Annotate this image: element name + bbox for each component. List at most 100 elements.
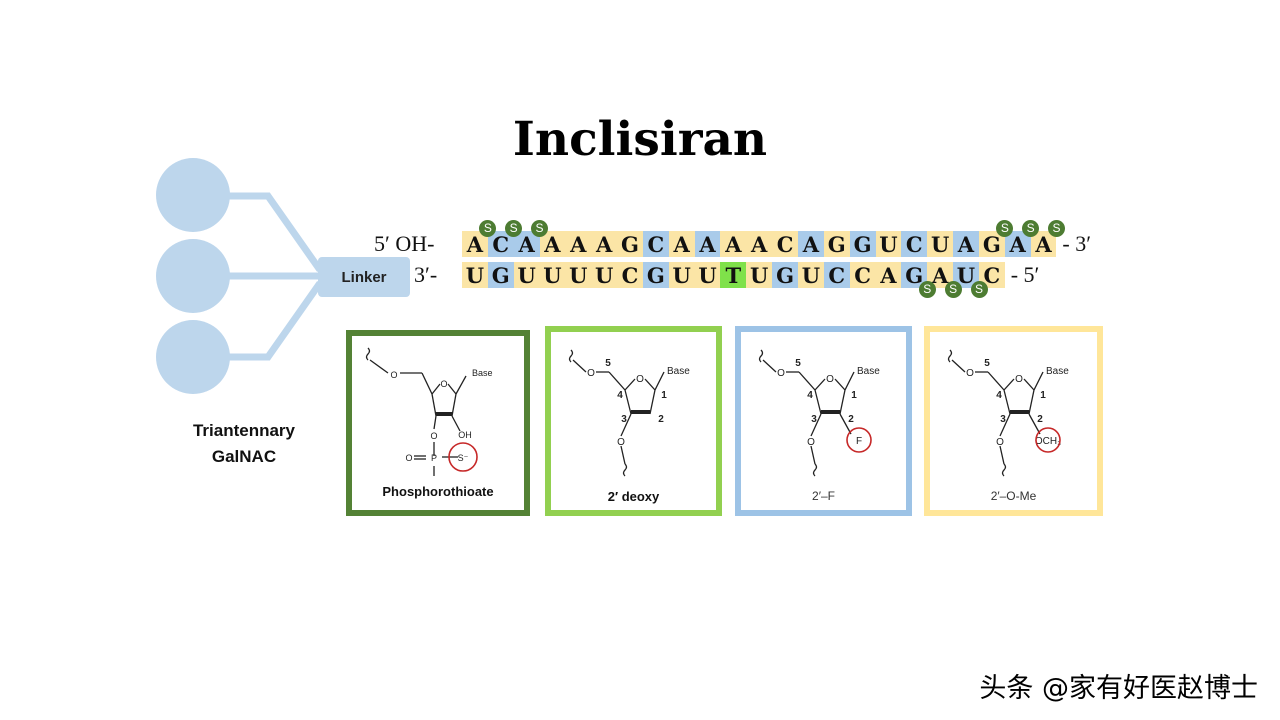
svg-text:O: O — [1015, 374, 1023, 385]
antisense-nucleotide-16: C — [849, 262, 876, 288]
antisense-nucleotide-18: G — [901, 262, 928, 288]
svg-text:O: O — [390, 370, 397, 380]
sense-phosphorothioate-badge-1: S — [479, 220, 497, 237]
antisense-nucleotide-4: U — [539, 262, 566, 288]
svg-text:P: P — [431, 453, 437, 463]
antisense-phosphorothioate-badge-3: S — [970, 281, 988, 298]
svg-text:Base: Base — [472, 368, 493, 378]
antisense-nucleotide-14: U — [797, 262, 824, 288]
sense-nucleotide-16: G — [849, 231, 876, 257]
svg-text:4: 4 — [617, 390, 623, 401]
svg-text:S⁻: S⁻ — [458, 453, 469, 463]
antisense-nucleotide-11: T — [720, 262, 747, 288]
antisense-nucleotide-6: U — [591, 262, 618, 288]
sense-nucleotide-18: C — [901, 231, 928, 257]
svg-text:O: O — [826, 374, 834, 385]
galnac-label-line1: Triantennary — [192, 421, 296, 440]
mod-label-2-f: 2′–F — [812, 489, 835, 503]
highlight-circle-2-substituent — [846, 427, 872, 453]
page-title: Inclisiran — [512, 112, 768, 167]
antisense-nucleotide-7: C — [617, 262, 643, 288]
svg-text:O: O — [430, 431, 437, 441]
antisense-nucleotide-15: C — [823, 262, 850, 288]
svg-text:4: 4 — [996, 390, 1002, 401]
sense-nucleotide-9: A — [668, 231, 695, 257]
sense-phosphorothioate-badge-4: S — [996, 220, 1014, 237]
svg-text:O: O — [777, 368, 785, 379]
svg-text:O: O — [636, 374, 644, 385]
sense-nucleotide-17: U — [875, 231, 902, 257]
svg-text:5: 5 — [984, 358, 990, 369]
mod-label-2-deoxy: 2′ deoxy — [607, 489, 660, 504]
antisense-3prime-end: 3′- — [414, 262, 438, 287]
antisense-nucleotide-8: G — [642, 262, 669, 288]
svg-text:OH: OH — [458, 430, 472, 440]
galnac-sugar-1 — [156, 158, 230, 232]
svg-text:2: 2 — [1037, 414, 1043, 425]
sense-nucleotide-6: A — [591, 231, 618, 257]
svg-text:O: O — [405, 453, 412, 463]
svg-text:O: O — [617, 437, 625, 448]
svg-text:5: 5 — [795, 358, 801, 369]
highlight-circle-2-substituent — [1035, 427, 1061, 453]
sense-phosphorothioate-badge-2: S — [505, 220, 523, 237]
svg-text:O: O — [996, 437, 1004, 448]
sense-nucleotide-4: A — [539, 231, 566, 257]
linker-box: Linker — [318, 257, 410, 297]
antisense-nucleotide-1: U — [462, 262, 488, 288]
svg-text:OCH₃: OCH₃ — [1035, 436, 1061, 447]
antisense-nucleotide-13: G — [772, 262, 798, 288]
svg-text:5: 5 — [605, 358, 611, 369]
svg-text:Base: Base — [667, 366, 690, 377]
sense-nucleotide-5: A — [565, 231, 592, 257]
svg-text:2: 2 — [658, 414, 664, 425]
svg-text:3: 3 — [811, 414, 817, 425]
galnac-label: Triantennary GalNAC — [174, 418, 314, 470]
svg-text:Base: Base — [857, 366, 880, 377]
galnac-branch-3 — [225, 280, 323, 361]
sense-nucleotide-21: G — [978, 231, 1005, 257]
sense-3prime-end: - 3′ — [1062, 231, 1092, 256]
svg-text:O: O — [807, 437, 815, 448]
mod-label-phosphorothioate: Phosphorothioate — [382, 484, 494, 499]
svg-text:3: 3 — [621, 414, 627, 425]
antisense-phosphorothioate-badge-1: S — [918, 281, 936, 298]
antisense-nucleotide-9: U — [668, 262, 695, 288]
galnac-sugar-2 — [156, 239, 230, 313]
sense-5prime-end: 5′ OH- — [374, 231, 435, 256]
sense-nucleotide-8: C — [642, 231, 669, 257]
galnac-sugar-3 — [156, 320, 230, 394]
mod-box-phosphorothioate: O O Base OH O O P S⁻ Phosphorothioate — [346, 330, 530, 516]
galnac-label-line2: GalNAC — [211, 447, 277, 466]
squiggle-5prime — [365, 347, 371, 361]
phosphorothioate-structure: O O Base OH O O P S⁻ — [365, 347, 493, 476]
svg-text:O: O — [966, 368, 974, 379]
antisense-nucleotide-12: U — [746, 262, 773, 288]
sense-nucleotide-13: C — [772, 231, 798, 257]
fluoro-structure: O O O Base 5 4 1 2 3F — [758, 349, 880, 477]
sense-nucleotide-7: G — [617, 231, 643, 257]
sense-nucleotide-15: G — [823, 231, 850, 257]
deoxy-structure: O O O Base 5 4 1 2 3 — [568, 349, 690, 477]
antisense-nucleotide-10: U — [694, 262, 721, 288]
sense-nucleotide-10: A — [694, 231, 721, 257]
svg-text:1: 1 — [661, 390, 667, 401]
sense-phosphorothioate-badge-5: S — [1022, 220, 1040, 237]
sense-nucleotide-14: A — [797, 231, 824, 257]
highlight-circle-sulfur — [448, 442, 478, 472]
svg-text:1: 1 — [851, 390, 857, 401]
galnac-branch-1 — [225, 192, 323, 273]
svg-text:F: F — [856, 436, 862, 447]
antisense-phosphorothioate-badge-2: S — [944, 281, 962, 298]
svg-text:4: 4 — [807, 390, 813, 401]
svg-text:2: 2 — [848, 414, 854, 425]
sense-nucleotide-12: A — [746, 231, 773, 257]
svg-text:O: O — [587, 368, 595, 379]
antisense-nucleotide-3: U — [513, 262, 540, 288]
sense-phosphorothioate-badge-6: S — [1048, 220, 1066, 237]
